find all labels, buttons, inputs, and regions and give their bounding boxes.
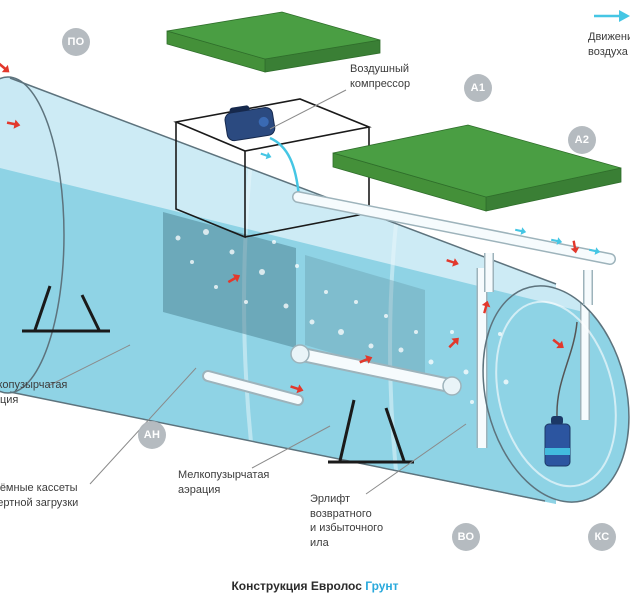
- label-airlift: Эрлифт возвратного и избыточного ила: [310, 493, 384, 549]
- label-air-flow-legend: Движение воздуха: [588, 31, 630, 58]
- lid-large: [332, 124, 622, 212]
- caption-prefix: Конструкция Евролос: [231, 579, 362, 593]
- air-compressor: [224, 105, 301, 198]
- drainage-pump: [544, 321, 578, 467]
- aeration-zone: [305, 255, 425, 380]
- badge-a1: А1: [464, 74, 492, 102]
- label-fine-bubble-aeration-left: Мелкопузырчатая аэрация: [0, 379, 68, 406]
- badge-an: АН: [138, 421, 166, 449]
- badge-po: ПО: [62, 28, 90, 56]
- label-compressor: Воздушный компрессор: [350, 63, 411, 90]
- air-manifold-pipe: [292, 191, 616, 305]
- airlift-pipes: [476, 268, 590, 448]
- badge-vo: ВО: [452, 523, 480, 551]
- internal-pipes: [202, 344, 462, 406]
- aeration-bubbles: [175, 229, 509, 404]
- tank-stands: [22, 285, 414, 464]
- badge-a2: А2: [568, 126, 596, 154]
- air-flow-arrow-icon: [594, 10, 630, 22]
- tank-outline: [0, 76, 630, 503]
- label-removable-cassettes: Съёмные кассеты инертной загрузки: [0, 482, 79, 509]
- diagram-caption: Конструкция Евролос Грунт: [0, 579, 630, 593]
- lid-small: [166, 11, 381, 73]
- label-fine-bubble-aeration: Мелкопузырчатая аэрация: [178, 469, 270, 496]
- caption-accent: Грунт: [365, 579, 399, 593]
- badge-ks: КС: [588, 523, 616, 551]
